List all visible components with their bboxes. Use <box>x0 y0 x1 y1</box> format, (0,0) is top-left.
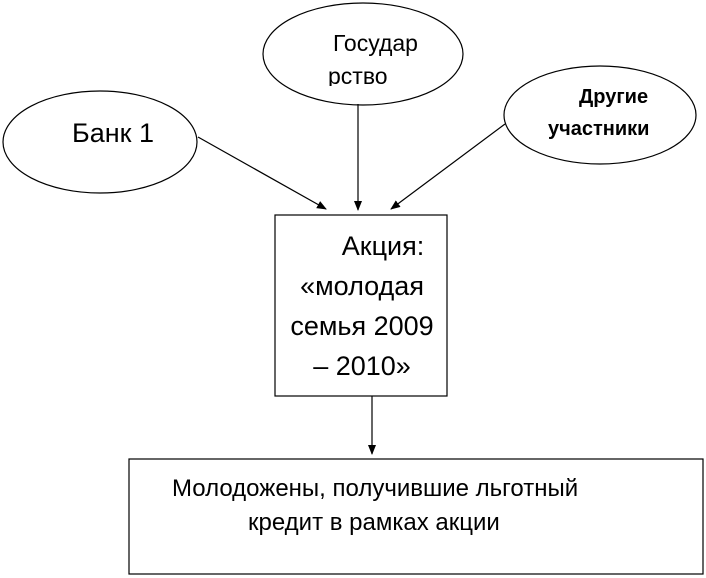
bank-label: Банк 1 <box>72 118 154 148</box>
action-node <box>274 214 448 397</box>
edge-bank-to-action <box>197 136 327 210</box>
others-label-line2: участники <box>548 118 650 140</box>
action-label-line2: «молодая <box>300 271 424 301</box>
action-label-line3: семья 2009 <box>290 311 434 341</box>
result-label-line1: Молодожены, получившие льготный <box>172 475 579 502</box>
government-label-line1: Государ <box>333 30 418 56</box>
action-label: Акция: «молодая семья 2009 – 2010» <box>276 226 448 386</box>
result-label-line2: кредит в рамках акции <box>248 509 500 536</box>
action-label-line4: – 2010» <box>313 351 411 381</box>
government-node <box>262 2 464 106</box>
others-label-line1: Другие <box>579 86 649 108</box>
others-node <box>503 65 697 165</box>
result-node <box>128 458 704 575</box>
result-label: Молодожены, получившие льготный кредит в… <box>172 472 578 540</box>
action-label-line1: Акция: <box>341 231 425 261</box>
government-label-line2: рство <box>328 66 388 86</box>
bank-node <box>2 90 198 194</box>
edge-others-to-action <box>390 123 506 210</box>
